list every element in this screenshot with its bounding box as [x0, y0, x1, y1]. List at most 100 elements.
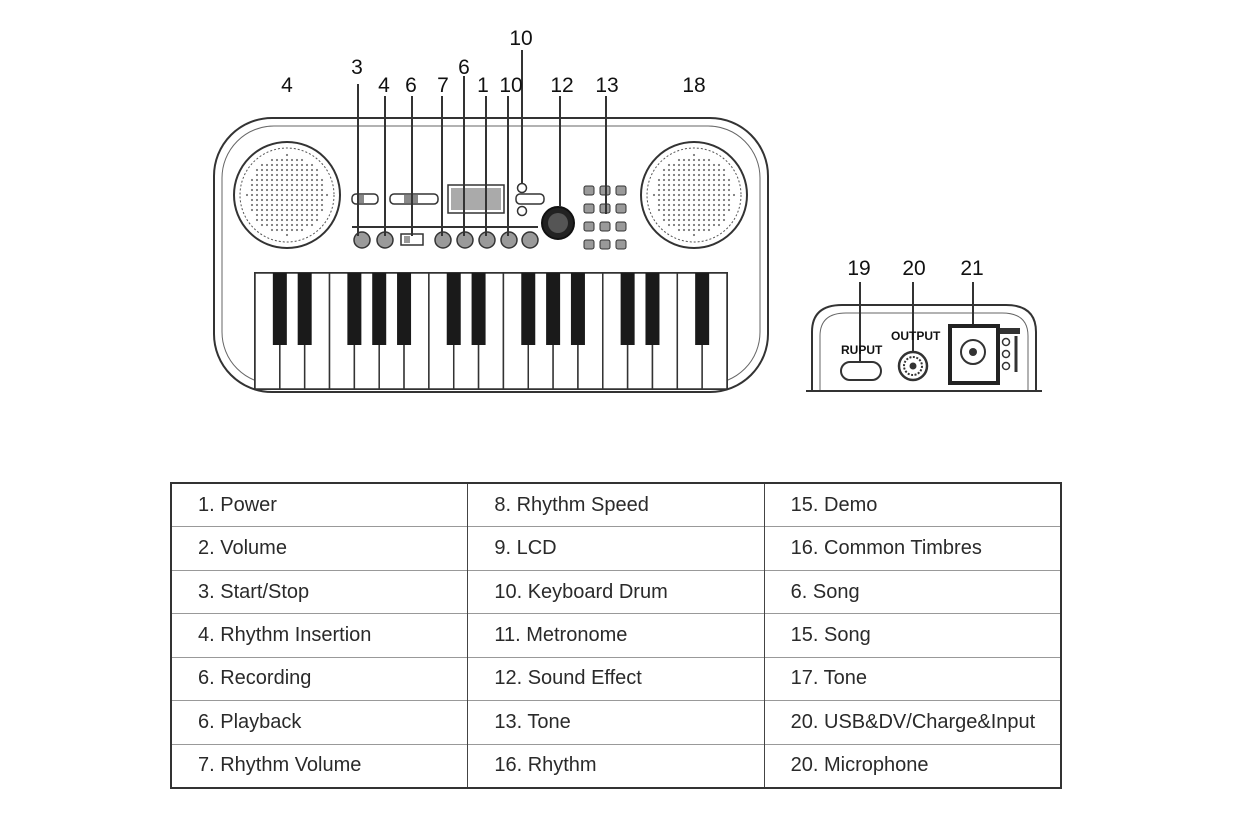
- grille-dot: [305, 223, 309, 227]
- tone-key[interactable]: [583, 203, 595, 214]
- tone-key[interactable]: [583, 221, 595, 232]
- toggle-dot-top[interactable]: [516, 182, 528, 194]
- legend-item: 3. Start/Stop: [172, 571, 468, 615]
- grille-dot: [290, 228, 294, 232]
- grille-dot: [712, 223, 716, 227]
- grille-dot: [310, 173, 314, 177]
- grille-dot: [722, 193, 726, 197]
- grille-dot: [672, 188, 676, 192]
- grille-dot: [270, 198, 274, 202]
- tone-key[interactable]: [583, 185, 595, 196]
- grille-dot: [250, 198, 254, 202]
- grille-dot: [260, 193, 264, 197]
- grille-dot: [265, 183, 269, 187]
- grille-dot: [305, 178, 309, 182]
- grille-dot: [687, 223, 691, 227]
- legend-item: 6. Recording: [172, 658, 468, 702]
- grille-dot: [280, 223, 284, 227]
- tone-key[interactable]: [615, 203, 627, 214]
- grille-dot: [245, 193, 249, 197]
- legend-item: 15. Song: [764, 614, 1060, 658]
- grille-dot: [687, 173, 691, 177]
- grille-dot: [305, 203, 309, 207]
- black-key[interactable]: [570, 273, 585, 345]
- black-key[interactable]: [620, 273, 635, 345]
- legend-item: 9. LCD: [468, 527, 764, 571]
- black-key[interactable]: [272, 273, 287, 345]
- grille-dot: [667, 223, 671, 227]
- tone-key[interactable]: [599, 239, 611, 250]
- black-key[interactable]: [372, 273, 387, 345]
- grille-dot: [295, 213, 299, 217]
- black-key[interactable]: [347, 273, 362, 345]
- grille-dot: [295, 198, 299, 202]
- round-button[interactable]: [521, 231, 539, 249]
- black-key[interactable]: [695, 273, 710, 345]
- grille-dot: [672, 173, 676, 177]
- black-key[interactable]: [297, 273, 312, 345]
- grille-dot: [662, 218, 666, 222]
- grille-dot: [275, 173, 279, 177]
- tone-key[interactable]: [615, 185, 627, 196]
- switch-dot[interactable]: [1001, 349, 1011, 359]
- black-key[interactable]: [645, 273, 660, 345]
- round-button[interactable]: [353, 231, 371, 249]
- grille-dot: [275, 178, 279, 182]
- black-key[interactable]: [446, 273, 461, 345]
- callout-number: 19: [847, 257, 870, 280]
- grille-dot: [687, 188, 691, 192]
- slider-right[interactable]: [515, 193, 545, 205]
- grille-dot: [687, 228, 691, 232]
- grille-dot: [682, 188, 686, 192]
- grille-dot: [320, 183, 324, 187]
- usb-input-port[interactable]: [840, 361, 882, 381]
- slider-small[interactable]: [351, 193, 379, 205]
- grille-dot: [270, 178, 274, 182]
- grille-dot: [295, 163, 299, 167]
- grille-dot: [692, 188, 696, 192]
- grille-dot: [300, 228, 304, 232]
- grille-dot: [255, 183, 259, 187]
- grille-dot: [290, 208, 294, 212]
- grille-dot: [260, 163, 264, 167]
- grille-dot: [702, 203, 706, 207]
- callout-number: 7: [437, 74, 449, 97]
- grille-dot: [290, 163, 294, 167]
- grille-dot: [662, 168, 666, 172]
- grille-dot: [717, 168, 721, 172]
- tone-key[interactable]: [615, 239, 627, 250]
- grille-dot: [300, 173, 304, 177]
- tone-key[interactable]: [599, 221, 611, 232]
- switch-dot[interactable]: [1001, 361, 1011, 371]
- black-key[interactable]: [471, 273, 486, 345]
- callout-number: 6: [405, 74, 417, 97]
- grille-dot: [677, 188, 681, 192]
- switch-dot[interactable]: [1001, 337, 1011, 347]
- grille-dot: [280, 158, 284, 162]
- grille-dot: [295, 183, 299, 187]
- grille-dot: [662, 183, 666, 187]
- grille-dot: [717, 178, 721, 182]
- grille-dot: [707, 208, 711, 212]
- tone-key[interactable]: [615, 221, 627, 232]
- toggle-dot-bottom[interactable]: [516, 205, 528, 217]
- black-key[interactable]: [397, 273, 412, 345]
- grille-dot: [662, 173, 666, 177]
- callout-number: 6: [458, 56, 470, 79]
- grille-dot: [657, 178, 661, 182]
- black-key[interactable]: [546, 273, 561, 345]
- grille-dot: [270, 203, 274, 207]
- grille-dot: [682, 203, 686, 207]
- grille-dot: [310, 183, 314, 187]
- grille-dot: [280, 218, 284, 222]
- black-keys: [272, 273, 710, 345]
- tone-key[interactable]: [583, 239, 595, 250]
- grille-dot: [712, 163, 716, 167]
- grille-dot: [722, 178, 726, 182]
- grille-dot: [702, 218, 706, 222]
- grille-dot: [662, 198, 666, 202]
- grille-dot: [717, 213, 721, 217]
- grille-dot: [275, 203, 279, 207]
- black-key[interactable]: [521, 273, 536, 345]
- grille-dot: [290, 203, 294, 207]
